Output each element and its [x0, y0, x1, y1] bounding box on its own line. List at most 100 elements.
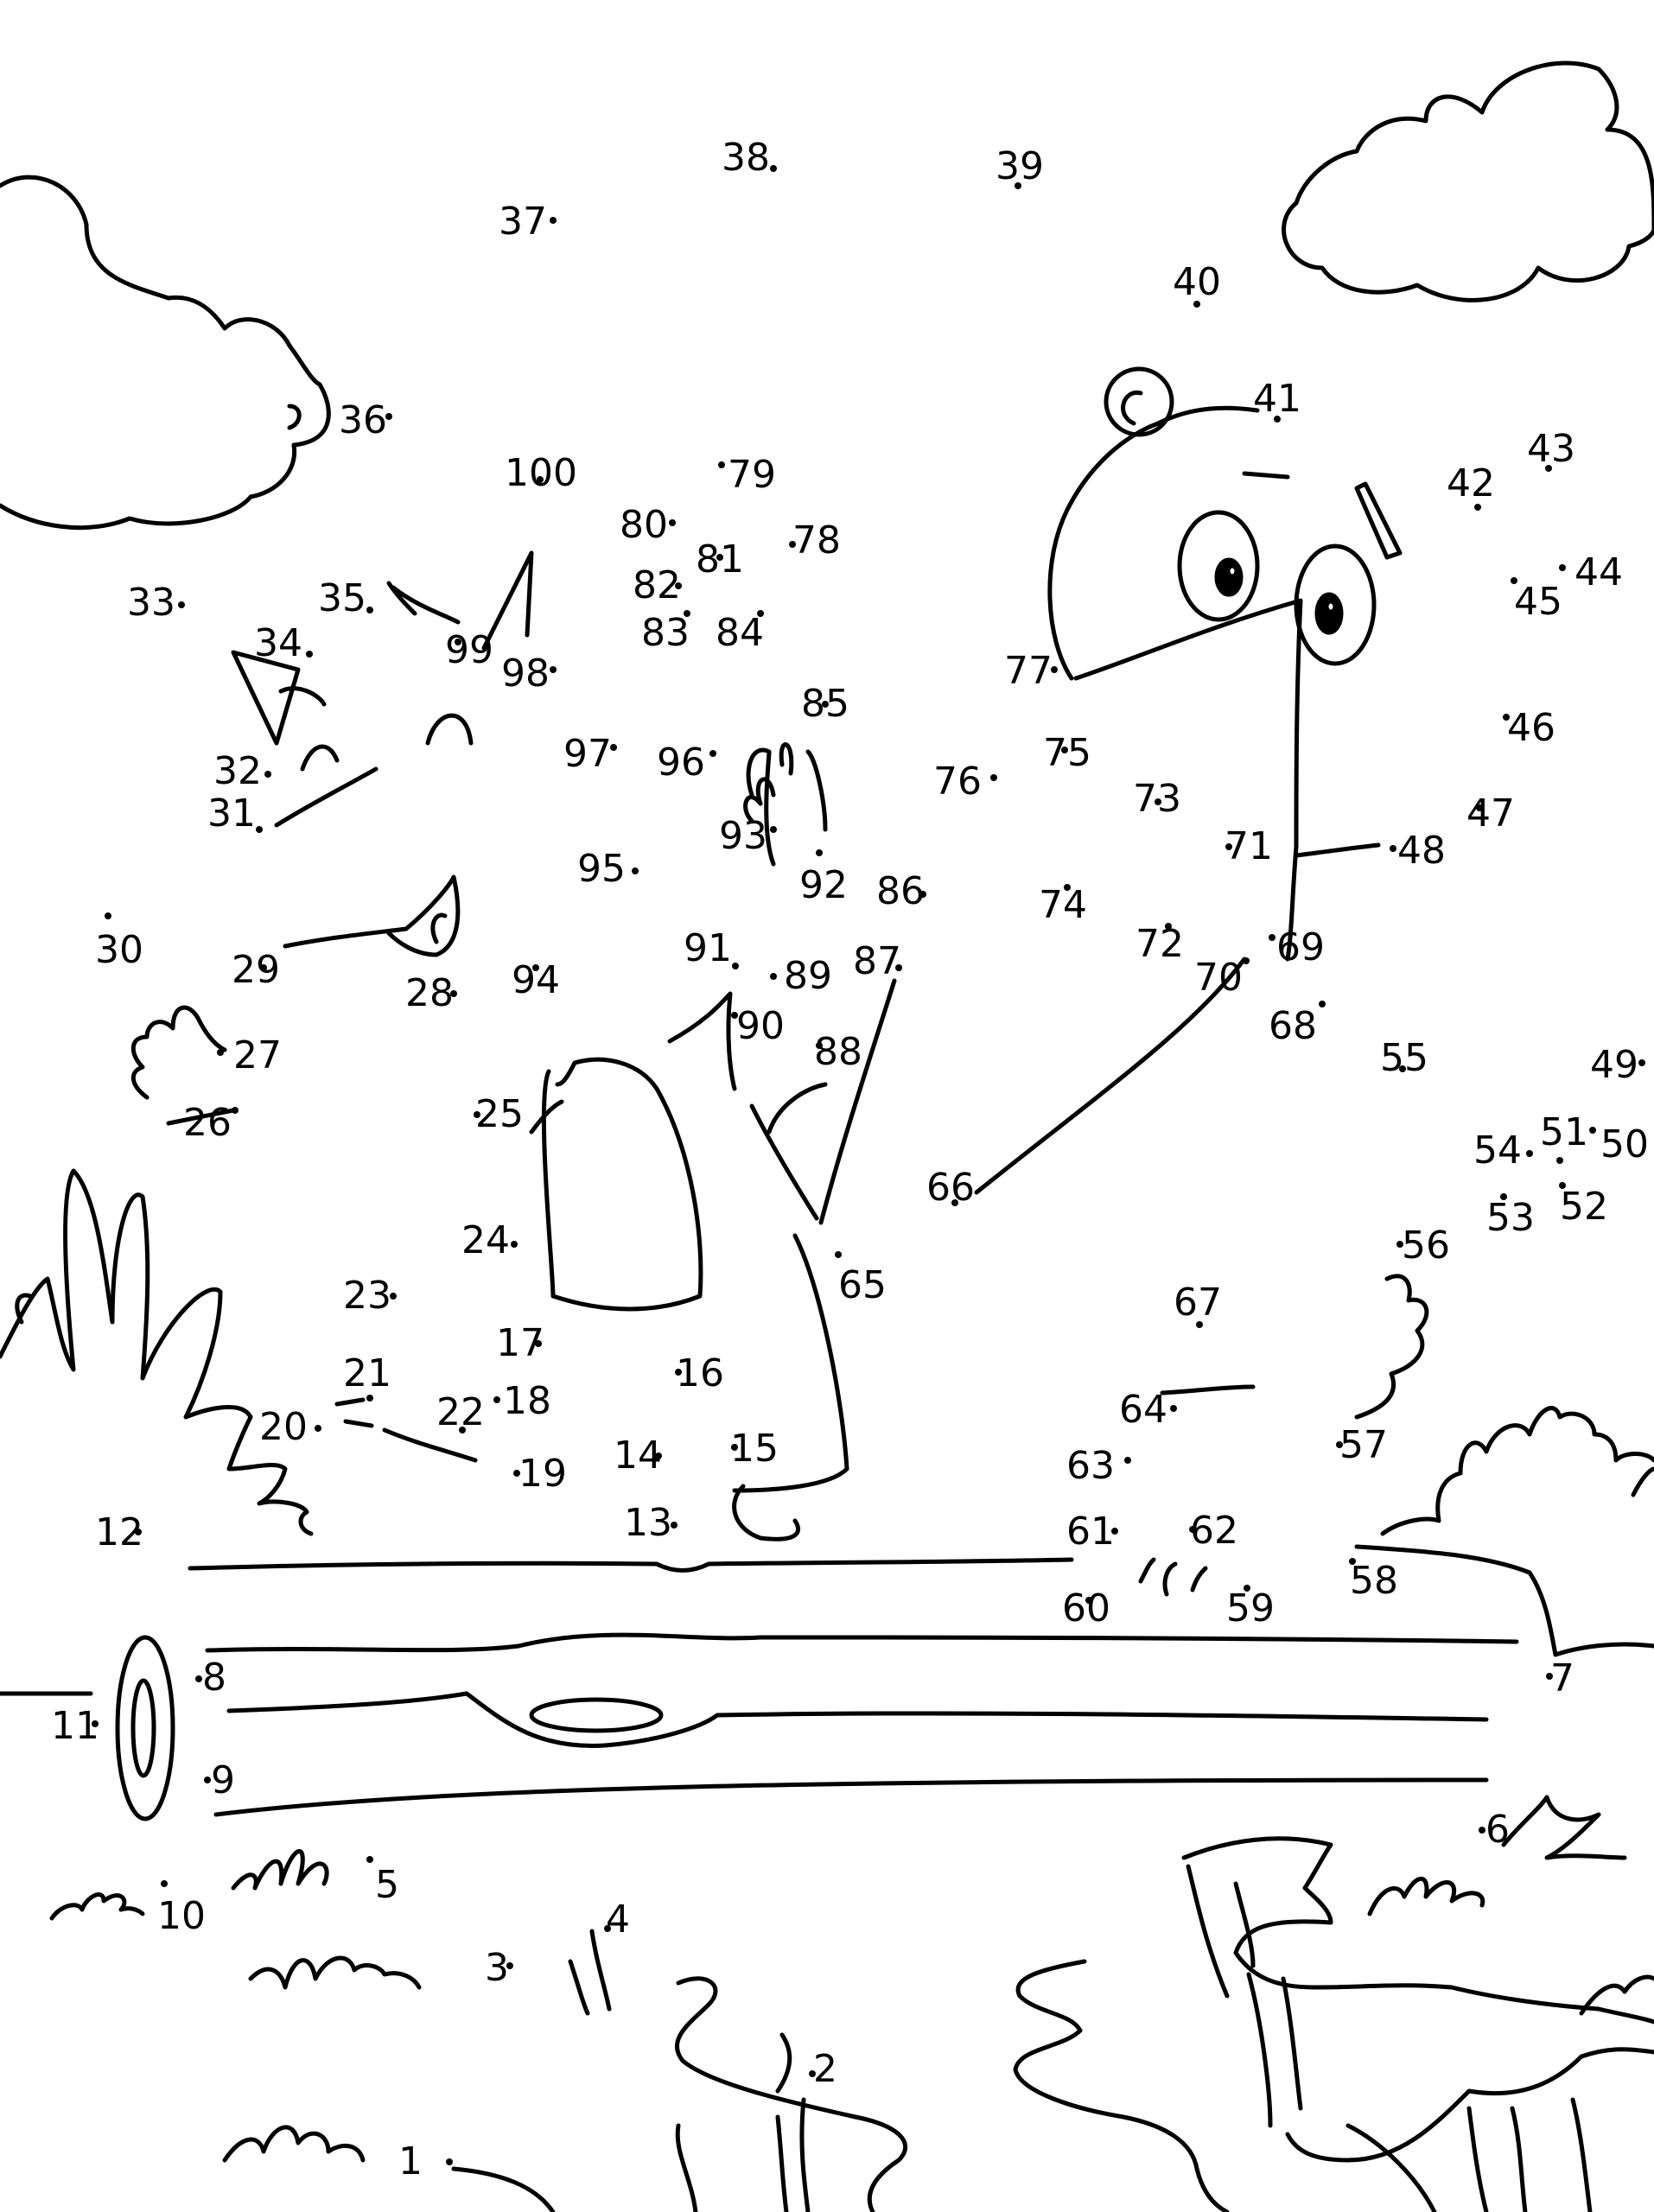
dot-46: [1503, 714, 1510, 721]
dot-number-46: 46: [1507, 706, 1555, 750]
dot-62: [1189, 1526, 1196, 1533]
dot-32: [264, 771, 271, 778]
dot-number-27: 27: [233, 1033, 282, 1077]
dot-number-50: 50: [1600, 1122, 1649, 1166]
dot-number-61: 61: [1066, 1510, 1115, 1554]
cliff-right: [1181, 1836, 1654, 2024]
dot-number-60: 60: [1062, 1586, 1110, 1630]
dot-74: [1064, 884, 1071, 891]
dot-4: [604, 1925, 611, 1932]
dot-number-34: 34: [254, 621, 302, 665]
dot-number-24: 24: [461, 1218, 510, 1262]
dot-number-64: 64: [1119, 1388, 1167, 1432]
dot-24: [511, 1241, 518, 1248]
bush-left-inner: [15, 1293, 33, 1325]
dot-34: [306, 651, 313, 658]
dot-number-9: 9: [211, 1758, 235, 1802]
cloud-right: [1282, 60, 1654, 302]
dot-number-28: 28: [405, 971, 454, 1015]
dot-100: [537, 476, 544, 483]
dot-number-20: 20: [259, 1405, 308, 1449]
dot-1: [446, 2158, 453, 2165]
dot-number-21: 21: [343, 1351, 391, 1395]
dot-69: [1269, 934, 1275, 941]
dot-number-72: 72: [1136, 922, 1184, 966]
dot-number-12: 12: [95, 1510, 143, 1554]
dot-30: [105, 912, 111, 919]
dot-number-65: 65: [838, 1263, 887, 1307]
dot-78: [789, 541, 796, 548]
dot-number-78: 78: [792, 518, 841, 563]
dot-97: [610, 744, 617, 751]
cliff-face-4: [1281, 1976, 1303, 2111]
dot-number-5: 5: [375, 1863, 399, 1907]
dot-56: [1396, 1241, 1403, 1248]
dot-number-100: 100: [505, 451, 577, 495]
dot-number-85: 85: [801, 682, 849, 726]
dot-number-88: 88: [814, 1030, 862, 1074]
dot-84: [757, 610, 764, 617]
dot-number-89: 89: [784, 954, 832, 998]
dot-number-51: 51: [1540, 1110, 1588, 1154]
grass-tuft-4: [222, 2125, 366, 2163]
dot-number-95: 95: [577, 847, 626, 891]
fox-mitten: [541, 1057, 703, 1312]
dot-number-15: 15: [730, 1427, 779, 1471]
dot-47: [1476, 804, 1483, 811]
dot-number-86: 86: [876, 869, 925, 913]
fox-tail-dash-1: [334, 1397, 366, 1407]
dot-76: [990, 774, 997, 781]
dot-number-81: 81: [696, 537, 744, 582]
stream-line-3: [775, 2032, 792, 2094]
dot-99: [455, 639, 461, 645]
dot-25: [474, 1111, 480, 1118]
dot-number-22: 22: [436, 1390, 485, 1434]
fox-hand: [130, 1005, 227, 1100]
dot-61: [1111, 1528, 1118, 1535]
dot-12: [135, 1529, 142, 1535]
dot-96: [709, 750, 716, 757]
fox-arm-right: [818, 978, 897, 1225]
dot-58: [1349, 1558, 1356, 1565]
dot-70: [1243, 957, 1250, 964]
bear-ear: [1104, 366, 1174, 437]
fox-claw-1: [779, 742, 794, 776]
dot-36: [385, 413, 392, 420]
fox-scarf-left: [667, 991, 737, 1091]
dot-40: [1193, 301, 1200, 308]
bear-head: [1047, 405, 1260, 681]
dot-71: [1225, 843, 1232, 850]
fox-cheek: [274, 766, 379, 828]
dot-number-10: 10: [157, 1894, 206, 1938]
dot-77: [1051, 666, 1058, 673]
fox-tail: [382, 1427, 478, 1463]
dot-number-84: 84: [716, 611, 764, 655]
cliff-face-8: [1570, 2097, 1593, 2212]
dot-95: [632, 868, 639, 874]
log-back: [1354, 1544, 1654, 1657]
dot-88: [816, 1042, 823, 1049]
dot-number-87: 87: [853, 939, 901, 983]
fox-paw-right: [746, 747, 776, 867]
dot-90: [731, 1012, 738, 1019]
dot-number-47: 47: [1466, 791, 1515, 836]
dot-51: [1556, 1157, 1563, 1164]
fox-brow-left: [300, 744, 340, 772]
dot-number-96: 96: [657, 741, 705, 785]
dot-number-41: 41: [1253, 377, 1301, 421]
dot-number-33: 33: [127, 581, 175, 625]
dot-33: [178, 601, 185, 608]
dot-8: [195, 1675, 202, 1682]
dot-85: [822, 701, 829, 708]
stream-stick-2: [799, 2097, 811, 2212]
dot-22: [459, 1427, 466, 1433]
dot-82: [675, 582, 682, 589]
dot-number-53: 53: [1486, 1196, 1535, 1240]
dot-21: [366, 1395, 373, 1402]
dot-number-73: 73: [1133, 777, 1181, 821]
dot-15: [731, 1444, 738, 1451]
dot-number-16: 16: [676, 1351, 724, 1395]
dot-67: [1196, 1321, 1203, 1328]
